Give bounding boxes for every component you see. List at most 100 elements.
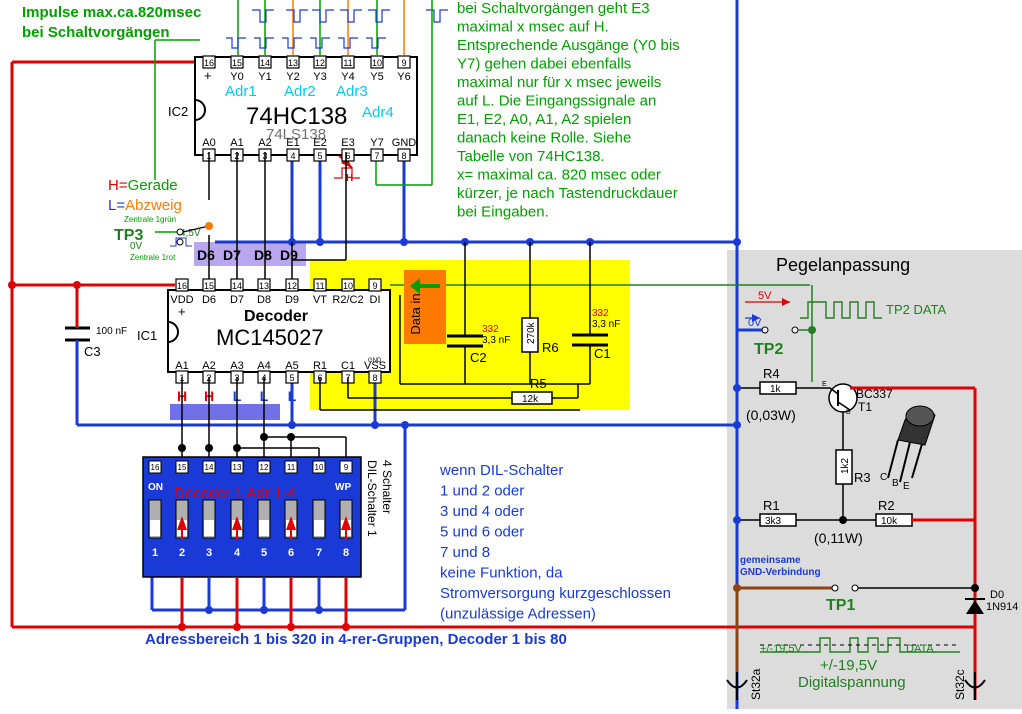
ic2-bottom-pins: 1A02A13A24E15E26E37Y78GND <box>202 137 417 162</box>
ic2-top-pin-label: Y3 <box>313 71 326 83</box>
ic1-bottom-pin-box <box>285 370 299 384</box>
ic1-ref: IC1 <box>137 328 157 343</box>
ic2-bottom-pin-number: 6 <box>345 151 350 161</box>
dil-top-number: 14 <box>205 463 214 472</box>
dil-switch-knob <box>204 520 214 536</box>
ic2-top-pin-box <box>258 55 272 69</box>
ic1-gnd: GND <box>368 358 382 364</box>
ic2-top-pin-label: Y6 <box>397 71 410 83</box>
c2-code: 332 <box>482 324 499 335</box>
ic2-bottom-pin-label: A0 <box>202 137 215 149</box>
ic2-top-pin-box <box>286 55 300 69</box>
ic2-top-pin-box <box>370 55 384 69</box>
ic2-bottom-pin-box <box>370 148 384 162</box>
ic2-h-mark: H <box>346 173 353 184</box>
ic2-top-pin-box <box>230 55 244 69</box>
ic2-bottom-pin-box <box>341 148 355 162</box>
dil-top-pin <box>202 460 216 474</box>
explanation-line: danach keine Rolle. Siehe <box>457 130 631 147</box>
r3-ref: R3 <box>854 470 871 485</box>
pkg-c: C <box>880 472 887 483</box>
power-2: (0,11W) <box>814 530 863 546</box>
ic2-top-pin-number: 9 <box>401 58 406 68</box>
ic2-top-pin-number: 13 <box>288 58 298 68</box>
t1-ref: T1 <box>858 400 872 414</box>
ic1-top-pin-number: 13 <box>259 281 269 291</box>
explanation-line: maximal x msec auf H. <box>457 19 609 36</box>
ic2-adr4: Adr4 <box>362 104 394 121</box>
ic1-bottom-pin-label: VSS <box>364 360 386 372</box>
dil-switch-knob <box>314 520 324 536</box>
c3-ref: C3 <box>84 344 101 359</box>
tp2-0v: 0V <box>748 317 762 329</box>
ic1-chip <box>167 289 391 373</box>
dil-note-line: 7 und 8 <box>440 544 490 561</box>
dil-bottom-number: 8 <box>343 547 349 559</box>
pkg-e: E <box>903 481 910 492</box>
explanation-line: x= maximal ca. 820 msec oder <box>457 167 661 184</box>
c2-ref: C2 <box>470 350 487 365</box>
ic1-top-pin-number: 14 <box>232 281 242 291</box>
blue-address-highlight <box>170 404 280 420</box>
dil-top-number: 15 <box>178 463 187 472</box>
ic2-bottom-pin-box <box>397 148 411 162</box>
d0-type: 1N914 <box>986 601 1018 613</box>
dil-top-number: 13 <box>233 463 242 472</box>
connector-icon-st32a <box>726 672 748 700</box>
r5-value: 12k <box>522 394 539 405</box>
ic2-adr3: Adr3 <box>336 83 368 100</box>
ic1-top-pin-number: 11 <box>315 281 324 291</box>
pegel-title: Pegelanpassung <box>776 255 910 275</box>
dil-note-line: 5 und 6 oder <box>440 524 524 541</box>
c1-ref: C1 <box>594 346 611 361</box>
ic2-bottom-pin-number: 5 <box>317 151 322 161</box>
ic1-top-pin-box <box>341 278 355 292</box>
dil-top-pin <box>175 460 189 474</box>
ic1-top-pin-box <box>202 278 216 292</box>
dil-up-arrow-icon <box>177 516 187 530</box>
dil-top-number: 10 <box>315 463 324 472</box>
tp3-zentrale1: Zentrale 1grün <box>124 215 176 224</box>
dil-bottom-number: 6 <box>288 547 294 559</box>
ic1-top-pin-label: D8 <box>257 294 271 306</box>
explanation-line: E1, E2, A0, A1, A2 spielen <box>457 111 631 128</box>
dil-top-number: 12 <box>260 463 269 472</box>
tp3-zentrale2: Zentrale 1rot <box>130 253 176 262</box>
c1-code: 332 <box>592 308 609 319</box>
dil-top-pin <box>230 460 244 474</box>
ic2-top-pin-box <box>313 55 327 69</box>
dil-up-arrow-icon <box>341 516 351 530</box>
tp3-zero: 0V <box>130 241 143 252</box>
ic1-bottom-pin-label: A4 <box>257 360 270 372</box>
ic1-top-pin-box <box>175 278 189 292</box>
ic2-bottom-pin-number: 8 <box>401 151 406 161</box>
ic2-ref: IC2 <box>168 104 188 119</box>
bus-d6: D6 <box>197 247 215 263</box>
tp2-5v: 5V <box>758 290 772 302</box>
dil-switch-knob <box>259 520 269 536</box>
dil-top-number: 9 <box>344 463 349 472</box>
dil-top-pin <box>284 460 298 474</box>
dil-top-pin <box>312 460 326 474</box>
explanation-line: Tabelle von 74HC138. <box>457 148 605 165</box>
ic2-top-pin-number: 15 <box>232 58 242 68</box>
tp2-data: TP2 DATA <box>886 302 947 317</box>
ic2-top-pin-box <box>397 55 411 69</box>
ic2-bottom-pin-box <box>286 148 300 162</box>
dil-top-pin <box>257 460 271 474</box>
ic1-bottom-pin-label: A1 <box>175 360 188 372</box>
bus-d7: D7 <box>223 247 241 263</box>
ic2-bottom-pin-label: GND <box>392 137 417 149</box>
d0-ref: D0 <box>990 589 1004 601</box>
connector-icon-st32c <box>964 672 986 700</box>
ic2-bottom-pin-label: A2 <box>258 137 271 149</box>
data-in-label: Data in <box>408 293 423 334</box>
r4-power: (0,03W) <box>746 407 796 423</box>
explanation-line: maximal nur für x msec jeweils <box>457 74 661 91</box>
tp3-voltage: 4,5V <box>180 228 201 239</box>
ic1-top-pin-box <box>285 278 299 292</box>
dil-top-number: 16 <box>151 463 160 472</box>
